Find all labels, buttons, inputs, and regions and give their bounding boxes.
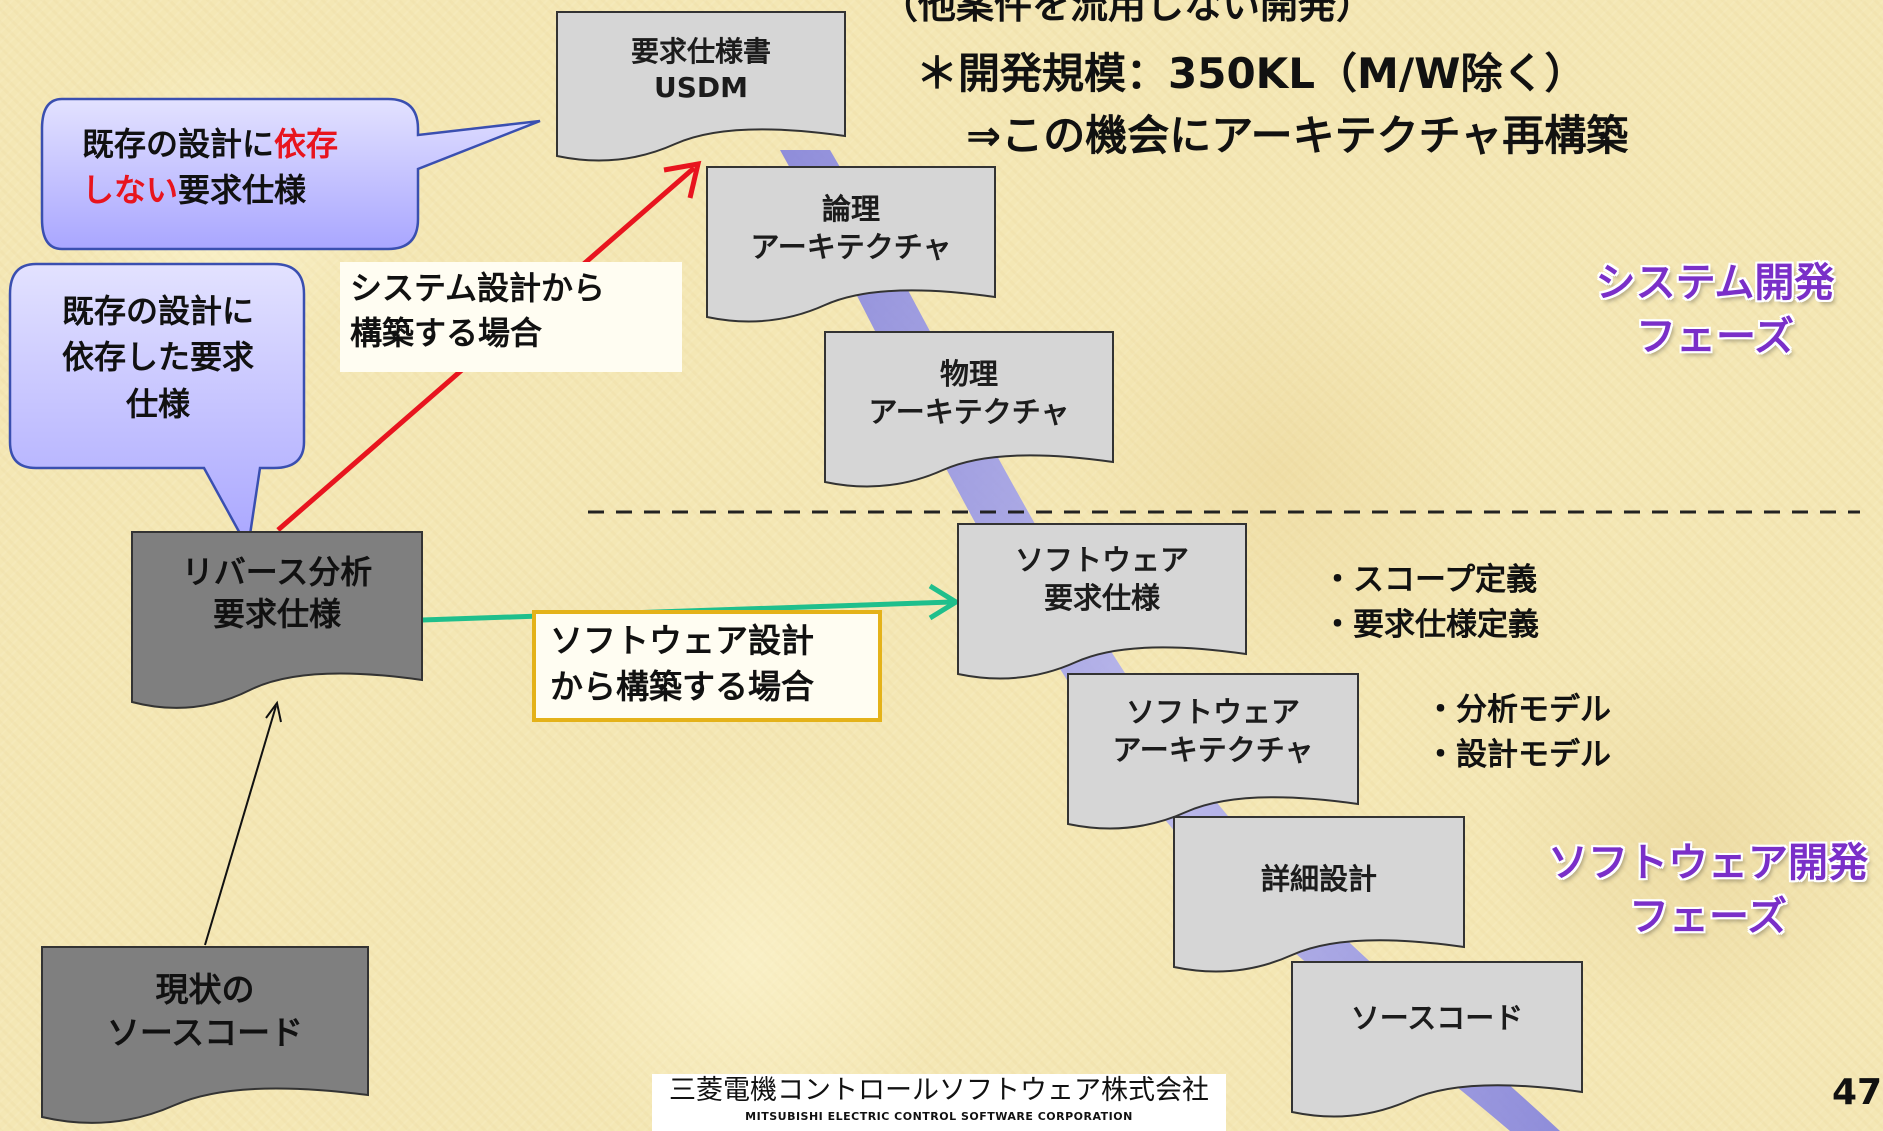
- doc-reverse-analysis: リバース分析 要求仕様: [130, 530, 424, 712]
- doc-current-source-code: 現状の ソースコード: [40, 945, 370, 1125]
- bullet-list-models: ・分析モデル ・設計モデル: [1425, 688, 1611, 778]
- doc-source-code: ソースコード: [1290, 960, 1584, 1120]
- doc-source-code-line-1: ソースコード: [1350, 1001, 1524, 1035]
- doc-detailed-design: 詳細設計: [1172, 815, 1466, 975]
- system-route-label-line-2: 構築する場合: [350, 313, 543, 352]
- phase-label-system: システム開発 フェーズ: [1555, 256, 1875, 364]
- doc-software-requirements: ソフトウェア 要求仕様: [956, 522, 1248, 682]
- doc-reverse-analysis-line-2: 要求仕様: [212, 594, 341, 633]
- doc-physical-line-2: アーキテクチャ: [868, 394, 1070, 429]
- system-route-arrowhead: [663, 160, 702, 199]
- bullet-requirements-definition: ・要求仕様定義: [1322, 606, 1539, 643]
- callout-dependent-line-3: 仕様: [125, 384, 190, 423]
- doc-logical-line-1: 論理: [821, 192, 880, 226]
- doc-sw-requirements-line-2: 要求仕様: [1043, 580, 1160, 615]
- callout-dependent-line-2: 依存した要求: [61, 338, 254, 377]
- header-line-2: ＊開発規模：350KL（M/W除く）: [916, 49, 1587, 98]
- software-route-label-line-1: ソフトウェア設計: [550, 621, 814, 660]
- footer-company-jp: 三菱電機コントロールソフトウェア株式会社: [669, 1075, 1209, 1106]
- callout-dependent-line-1: 既存の設計に: [61, 292, 254, 330]
- doc-sw-requirements-line-1: ソフトウェア: [1014, 543, 1189, 577]
- doc-requirements-line-1: 要求仕様書: [630, 35, 771, 68]
- phase-label-software: ソフトウェア開発 フェーズ: [1528, 836, 1883, 944]
- callout-dependent-requirements: 既存の設計に 依存した要求 仕様: [8, 262, 308, 552]
- callout-independent-line2-suffix: 要求仕様: [178, 171, 307, 210]
- page-number: 47: [1832, 1072, 1883, 1113]
- doc-current-source-line-2: ソースコード: [106, 1012, 304, 1052]
- system-route-label-line-1: システム設計から: [350, 269, 606, 307]
- doc-software-architecture: ソフトウェア アーキテクチャ: [1066, 672, 1360, 832]
- bullet-design-model: ・設計モデル: [1425, 736, 1611, 773]
- bullet-list-requirements: ・スコープ定義 ・要求仕様定義: [1322, 558, 1539, 648]
- software-route-label: ソフトウェア設計 から構築する場合: [532, 610, 882, 722]
- doc-current-source-line-1: 現状の: [155, 970, 255, 1009]
- callout-independent-highlight: 依存: [274, 125, 339, 163]
- doc-physical-architecture: 物理 アーキテクチャ: [823, 330, 1115, 490]
- doc-sw-arch-line-1: ソフトウェア: [1125, 695, 1300, 729]
- callout-independent-line2-highlight: しない: [82, 171, 179, 210]
- callout-independent-prefix: 既存の設計に: [82, 125, 275, 163]
- doc-sw-arch-line-2: アーキテクチャ: [1112, 732, 1314, 767]
- footer-company-logo: 三菱電機コントロールソフトウェア株式会社 MITSUBISHI ELECTRIC…: [652, 1074, 1226, 1131]
- system-route-label: システム設計から 構築する場合: [340, 262, 682, 372]
- doc-detailed-design-line-1: 詳細設計: [1260, 862, 1377, 896]
- phase-system-line-2: フェーズ: [1636, 314, 1794, 360]
- software-route-label-line-2: から構築する場合: [550, 667, 814, 707]
- phase-software-line-1: ソフトウェア開発: [1548, 840, 1868, 886]
- reverse-analysis-arrow: [204, 705, 277, 946]
- doc-reverse-analysis-line-1: リバース分析: [181, 553, 373, 591]
- doc-physical-line-1: 物理: [939, 357, 998, 391]
- doc-logical-line-2: アーキテクチャ: [750, 229, 952, 264]
- doc-requirements-line-2: USDM: [653, 71, 748, 105]
- bullet-scope-definition: ・スコープ定義: [1322, 562, 1538, 598]
- header-line-1: （他案件を流用しない開発）: [880, 0, 1375, 27]
- reverse-analysis-arrowhead: [265, 700, 282, 723]
- bullet-analysis-model: ・分析モデル: [1425, 692, 1611, 728]
- phase-software-line-2: フェーズ: [1629, 894, 1787, 940]
- footer-company-en: MITSUBISHI ELECTRIC CONTROL SOFTWARE COR…: [745, 1110, 1133, 1123]
- software-route-arrowhead: [928, 583, 961, 621]
- doc-logical-architecture: 論理 アーキテクチャ: [705, 165, 997, 325]
- callout-independent-requirements: 既存の設計に依存 しない要求仕様: [40, 97, 541, 257]
- phase-system-line-1: システム開発: [1595, 260, 1835, 306]
- header-line-3: ⇒この機会にアーキテクチャ再構築: [966, 111, 1629, 160]
- doc-requirements-usdm: 要求仕様書 USDM: [555, 10, 847, 164]
